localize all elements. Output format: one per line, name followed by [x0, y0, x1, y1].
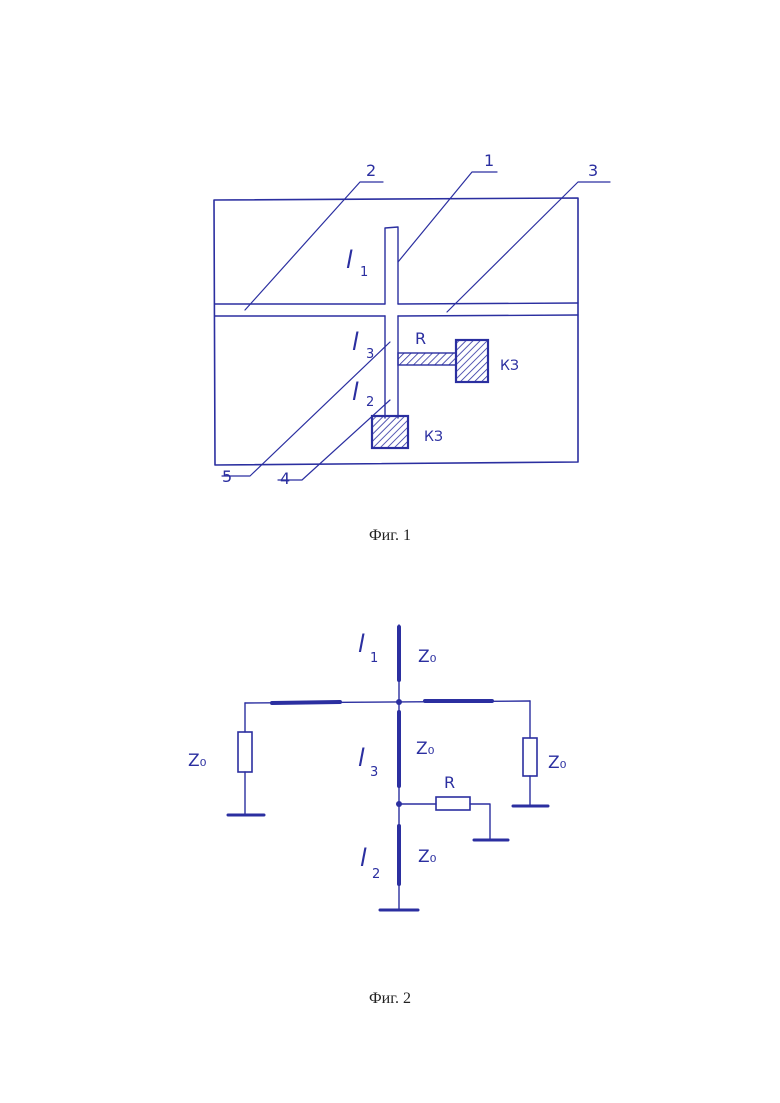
leader-5	[222, 342, 390, 476]
fig2-label-l3: l	[358, 744, 365, 772]
short-circuit-pad-right	[456, 340, 488, 382]
fig2-label-l2-sub: 2	[372, 867, 380, 882]
callout-4: 4	[280, 469, 290, 488]
callout-5: 5	[222, 467, 232, 486]
callout-3: 3	[588, 161, 598, 180]
figure-1: 1 2 3 4 5 l 1 l 3 l 2 R КЗ КЗ Фиг. 1	[214, 151, 610, 544]
line-segment-left	[272, 702, 340, 703]
fig1-label-l2-sub: 2	[366, 395, 374, 410]
left-load-resistor	[238, 732, 252, 772]
fig1-label-short-bottom: КЗ	[424, 429, 443, 445]
junction-top	[396, 699, 402, 705]
fig1-label-resistor: R	[415, 329, 426, 348]
fig2-label-z-mid: Z₀	[416, 739, 435, 759]
figure-2: l 1 l 3 l 2 Z₀ Z₀ Z₀ Z₀ Z₀ R Фиг. 2	[188, 625, 567, 1007]
resistor-r-film	[398, 353, 456, 365]
fig1-label-l3-sub: 3	[366, 347, 374, 362]
leader-2	[245, 182, 383, 310]
fig2-label-l3-sub: 3	[370, 765, 378, 780]
short-circuit-pad-bottom	[372, 416, 408, 448]
fig2-label-l1: l	[358, 630, 365, 658]
fig1-label-l1-sub: 1	[360, 265, 368, 280]
junction-r	[396, 801, 402, 807]
callout-1: 1	[484, 151, 494, 170]
fig2-label-z-right: Z₀	[548, 753, 567, 773]
leader-1	[398, 172, 497, 262]
horizontal-line-strip	[215, 303, 578, 316]
fig2-label-resistor: R	[444, 773, 455, 792]
fig2-label-z-bottom: Z₀	[418, 847, 437, 867]
strip-l1	[385, 227, 398, 304]
figure-1-caption: Фиг. 1	[369, 527, 411, 544]
fig2-label-z-left: Z₀	[188, 751, 207, 771]
right-load-resistor	[523, 738, 537, 776]
fig1-label-l2: l	[352, 378, 359, 406]
fig2-label-l1-sub: 1	[370, 651, 378, 666]
figure-2-caption: Фиг. 2	[369, 990, 411, 1007]
fig2-label-z-top: Z₀	[418, 647, 437, 667]
fig2-label-l2: l	[360, 844, 367, 872]
fig1-label-l1: l	[346, 246, 353, 274]
leader-3	[447, 182, 610, 312]
resistor-r	[436, 797, 470, 810]
fig1-label-l3: l	[352, 328, 359, 356]
callout-2: 2	[366, 161, 376, 180]
fig1-label-short-right: КЗ	[500, 358, 519, 374]
